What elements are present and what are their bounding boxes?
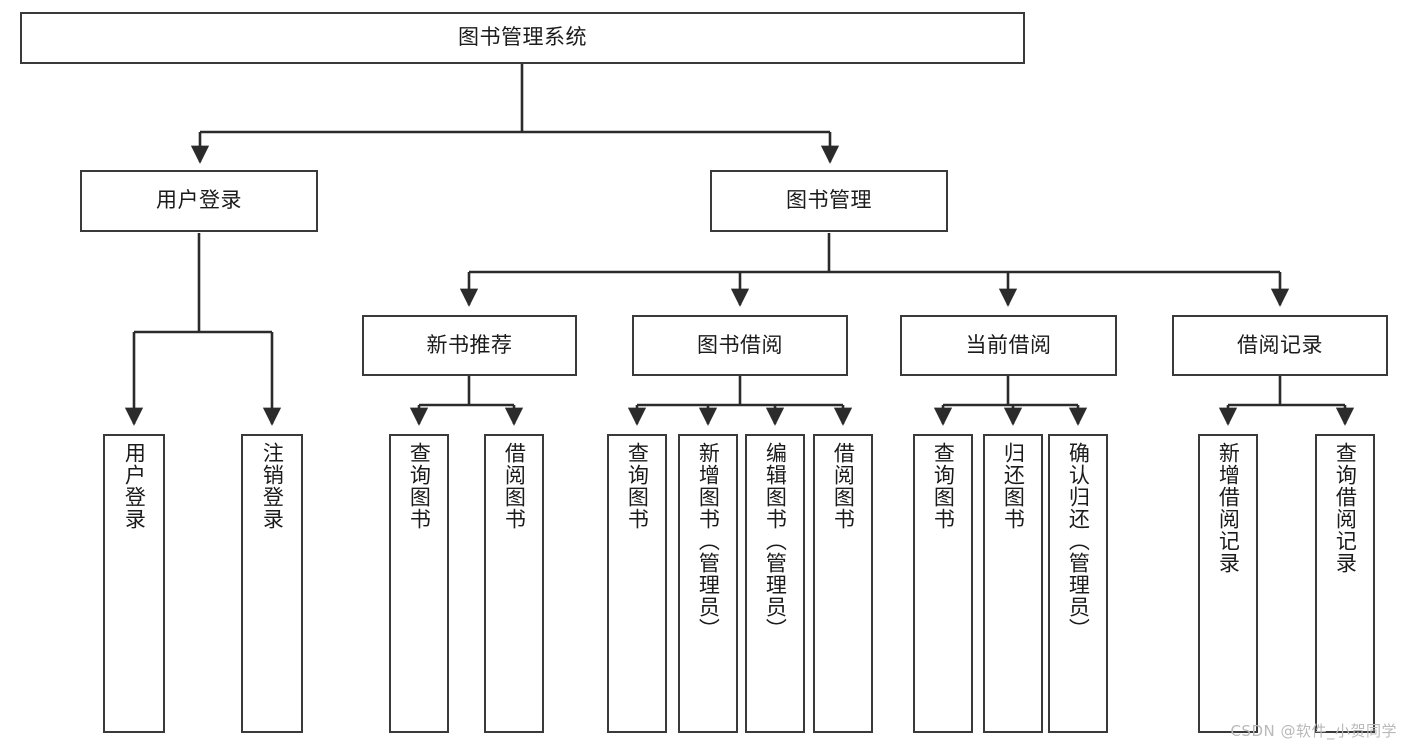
leaf-user-login-logout[interactable]: 注销登录	[241, 434, 303, 733]
leaf-borrow-record-query[interactable]: 查询借阅记录	[1315, 434, 1375, 733]
node-label: 查询借阅记录	[1333, 442, 1358, 574]
leaf-book-borrow-query[interactable]: 查询图书	[607, 434, 667, 733]
node-label: 用户登录	[122, 442, 147, 530]
node-label: 确认归还（管理员）	[1066, 442, 1091, 640]
node-label: 查询图书	[407, 442, 432, 530]
node-label: 归还图书	[1001, 442, 1026, 530]
node-label: 借阅图书	[831, 442, 856, 530]
leaf-user-login-login[interactable]: 用户登录	[103, 434, 165, 733]
leaf-current-borrow-confirm-return[interactable]: 确认归还（管理员）	[1048, 434, 1108, 733]
node-label: 注销登录	[260, 442, 285, 530]
node-label: 用户登录	[156, 188, 242, 213]
node-label: 图书管理系统	[458, 25, 587, 50]
node-label: 图书借阅	[697, 332, 783, 357]
node-book-borrow[interactable]: 图书借阅	[632, 315, 848, 376]
leaf-book-borrow-borrow[interactable]: 借阅图书	[813, 434, 873, 733]
node-root-system[interactable]: 图书管理系统	[20, 12, 1025, 64]
node-label: 当前借阅	[965, 332, 1052, 357]
node-label: 新增借阅记录	[1216, 442, 1241, 574]
leaf-book-borrow-edit[interactable]: 编辑图书（管理员）	[745, 434, 805, 733]
leaf-new-book-borrow[interactable]: 借阅图书	[484, 434, 544, 733]
leaf-book-borrow-add[interactable]: 新增图书（管理员）	[678, 434, 738, 733]
leaf-current-borrow-return[interactable]: 归还图书	[983, 434, 1043, 733]
node-label: 借阅记录	[1237, 332, 1323, 357]
node-borrow-record[interactable]: 借阅记录	[1172, 315, 1388, 376]
node-new-book-recommend[interactable]: 新书推荐	[362, 315, 577, 376]
leaf-new-book-query[interactable]: 查询图书	[389, 434, 449, 733]
node-user-login[interactable]: 用户登录	[80, 170, 318, 232]
leaf-borrow-record-add[interactable]: 新增借阅记录	[1198, 434, 1258, 733]
node-label: 借阅图书	[502, 442, 527, 530]
node-label: 图书管理	[786, 188, 872, 213]
node-label: 编辑图书（管理员）	[763, 442, 788, 640]
node-label: 新书推荐	[426, 332, 513, 357]
node-current-borrow[interactable]: 当前借阅	[900, 315, 1117, 376]
node-label: 新增图书（管理员）	[696, 442, 721, 640]
leaf-current-borrow-query[interactable]: 查询图书	[913, 434, 973, 733]
node-label: 查询图书	[931, 442, 956, 530]
node-book-management[interactable]: 图书管理	[710, 170, 948, 232]
node-label: 查询图书	[625, 442, 650, 530]
